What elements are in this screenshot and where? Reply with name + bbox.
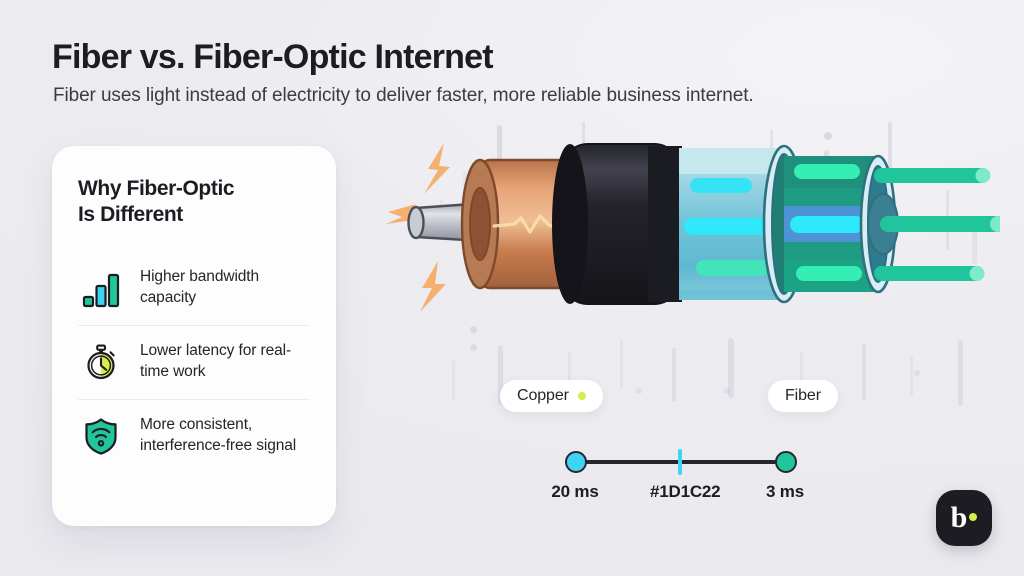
bar-chart-icon bbox=[78, 265, 124, 311]
page-title: Fiber vs. Fiber-Optic Internet bbox=[52, 38, 494, 76]
feature-list: Higher bandwidth capacity Lower l bbox=[78, 251, 310, 473]
copper-label-text: Copper bbox=[517, 387, 569, 404]
latency-node-fiber bbox=[775, 451, 797, 473]
latency-value-copper: 20 ms bbox=[551, 482, 599, 501]
feature-label: More consistent, interference-free signa… bbox=[140, 416, 297, 454]
brand-logo: b bbox=[936, 490, 992, 546]
fiber-core-section bbox=[784, 154, 899, 294]
feature-item-signal: More consistent, interference-free signa… bbox=[78, 398, 310, 473]
card-title-line-2: Is Different bbox=[78, 203, 183, 227]
latency-comparison-scale: 20 ms #1D1C22 3 ms bbox=[500, 440, 860, 510]
stopwatch-icon bbox=[78, 339, 124, 385]
copper-status-dot bbox=[577, 392, 586, 400]
shield-wifi-icon bbox=[78, 413, 124, 459]
feature-item-latency: Lower latency for real-time work bbox=[78, 324, 310, 399]
fiber-label-text: Fiber bbox=[785, 387, 821, 404]
latency-center-value: #1D1C22 bbox=[650, 482, 721, 501]
latency-value-fiber: 3 ms bbox=[766, 482, 804, 501]
logo-letter: b bbox=[950, 501, 968, 534]
fiber-optic-cable-illustration bbox=[380, 120, 1006, 400]
card-title: Why Fiber-Optic Is Different bbox=[78, 176, 310, 229]
copper-label-pill: Copper bbox=[500, 380, 603, 412]
feature-label: Lower latency for real-time work bbox=[140, 342, 292, 380]
feature-item-bandwidth: Higher bandwidth capacity bbox=[78, 251, 310, 325]
why-fiber-optic-card: Why Fiber-Optic Is Different Higher band… bbox=[52, 146, 336, 526]
cable-black-sleeve bbox=[552, 143, 682, 305]
latency-node-copper bbox=[565, 451, 587, 473]
logo-dot bbox=[969, 513, 978, 521]
latency-labels: 20 ms #1D1C22 3 ms bbox=[500, 482, 860, 502]
card-title-line-1: Why Fiber-Optic bbox=[78, 177, 235, 200]
fiber-strand-icon bbox=[874, 168, 1006, 281]
latency-midpoint-tick bbox=[678, 449, 682, 475]
fiber-label-pill: Fiber bbox=[768, 380, 838, 412]
feature-label: Higher bandwidth capacity bbox=[140, 267, 260, 306]
page-subtitle: Fiber uses light instead of electricity … bbox=[53, 85, 754, 106]
